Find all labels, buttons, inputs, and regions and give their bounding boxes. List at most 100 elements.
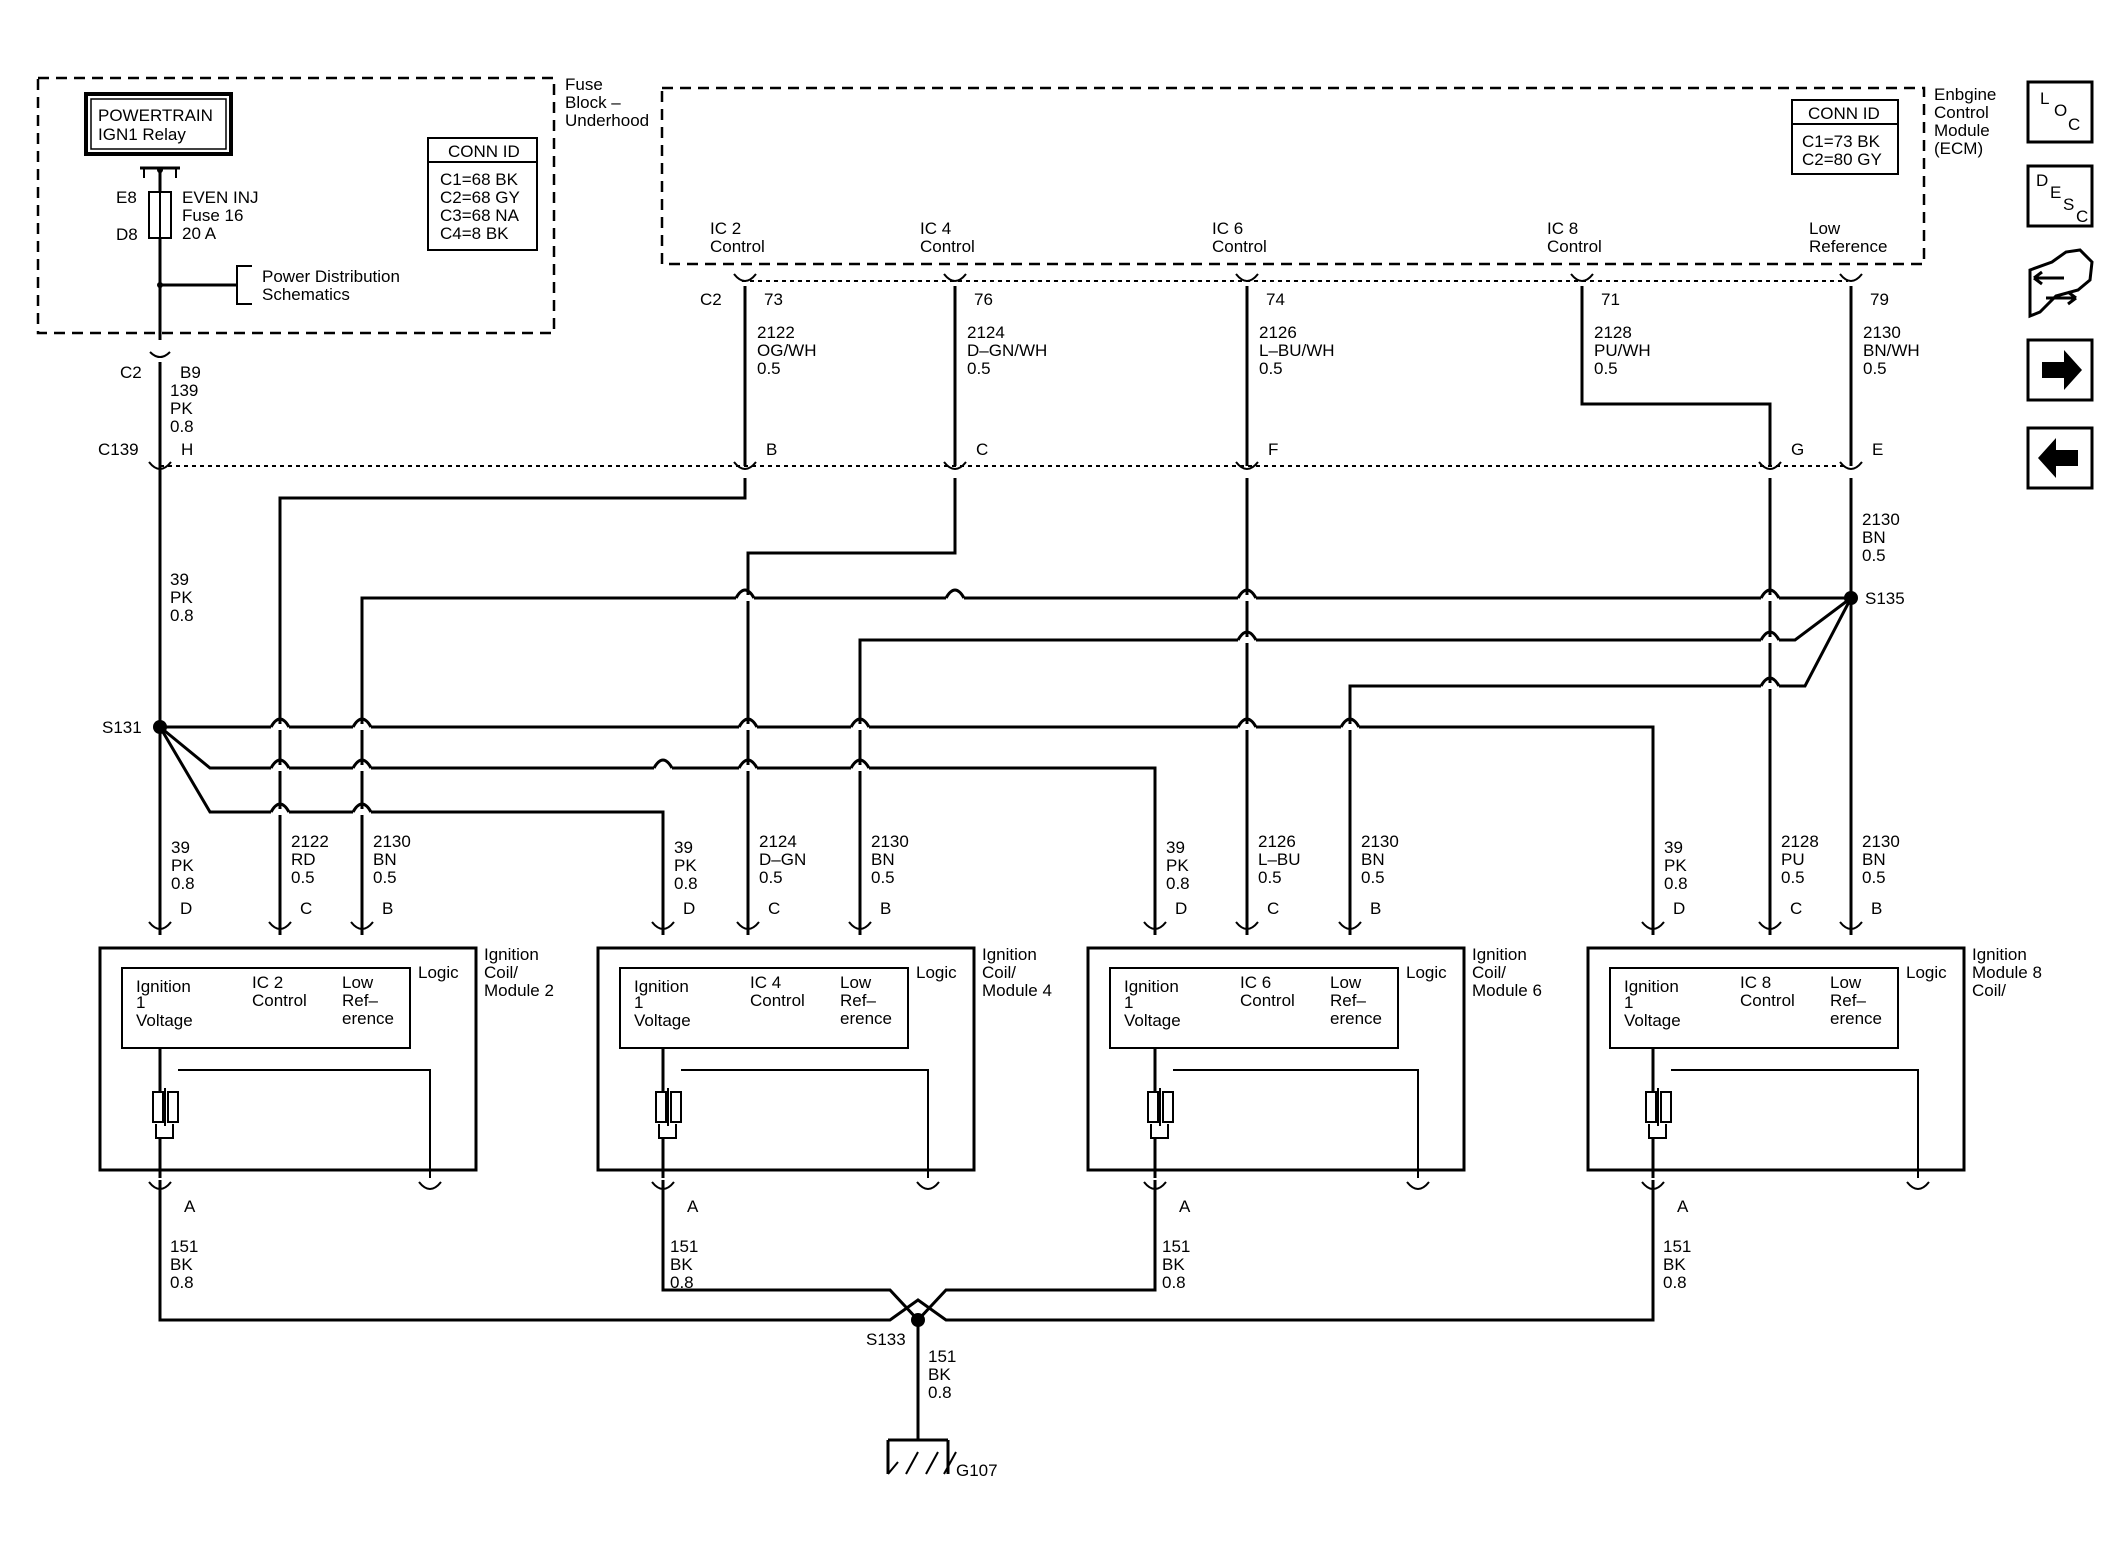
- module-pin-socket: [1143, 921, 1167, 930]
- c139-pin-socket: [1758, 461, 1782, 470]
- svg-text:S133: S133: [866, 1330, 906, 1349]
- svg-text:0.5: 0.5: [1781, 868, 1805, 887]
- svg-text:1: 1: [136, 993, 145, 1012]
- svg-text:O: O: [2054, 101, 2067, 120]
- svg-text:C2: C2: [120, 363, 142, 382]
- svg-text:Low: Low: [1809, 219, 1841, 238]
- svg-text:CONN ID: CONN ID: [1808, 104, 1880, 123]
- fuse-block-label: Fuse Block – Underhood: [565, 75, 649, 130]
- svg-text:20 A: 20 A: [182, 224, 217, 243]
- svg-text:C: C: [2068, 115, 2080, 134]
- module-pin-label: B: [382, 899, 393, 918]
- ecm-pin-socket: [1839, 273, 1863, 282]
- c139-pin-label: G: [1791, 440, 1804, 459]
- svg-text:erence: erence: [1830, 1009, 1882, 1028]
- ground-symbol: [886, 1438, 957, 1475]
- logic-box: [619, 967, 909, 1049]
- svg-text:0.5: 0.5: [1862, 546, 1886, 565]
- svg-text:C: C: [2076, 207, 2088, 226]
- module-pin-label: D: [683, 899, 695, 918]
- svg-text:C1=68 BK: C1=68 BK: [440, 170, 519, 189]
- svg-text:Module 4: Module 4: [982, 981, 1052, 1000]
- module-pin-label: C: [768, 899, 780, 918]
- connector-view-icon[interactable]: [2028, 248, 2094, 319]
- svg-text:BN: BN: [1361, 850, 1385, 869]
- loc-button[interactable]: L O C: [2026, 80, 2094, 144]
- c139-pin-label: H: [181, 440, 193, 459]
- svg-text:Power Distribution: Power Distribution: [262, 267, 400, 286]
- module-pin-socket: [651, 921, 675, 930]
- next-arrow-button[interactable]: [2026, 338, 2094, 402]
- module-pin-socket: [1406, 1181, 1430, 1190]
- ground-pin-label: A: [184, 1197, 196, 1216]
- module-pin-label: D: [180, 899, 192, 918]
- svg-text:BK: BK: [670, 1255, 693, 1274]
- svg-text:Voltage: Voltage: [136, 1011, 193, 1030]
- svg-text:0.8: 0.8: [171, 874, 195, 893]
- module-pin-label: B: [1871, 899, 1882, 918]
- ground-pin-label: A: [1179, 1197, 1191, 1216]
- svg-text:EVEN INJ: EVEN INJ: [182, 188, 259, 207]
- svg-text:D8: D8: [116, 225, 138, 244]
- svg-text:Low: Low: [840, 973, 872, 992]
- svg-text:erence: erence: [840, 1009, 892, 1028]
- svg-text:Control: Control: [1212, 237, 1267, 256]
- svg-text:0.8: 0.8: [1663, 1273, 1687, 1292]
- svg-text:Module 8: Module 8: [1972, 963, 2042, 982]
- module-pin-label: B: [1370, 899, 1381, 918]
- svg-text:Control: Control: [1740, 991, 1795, 1010]
- svg-text:PK: PK: [170, 588, 193, 607]
- svg-text:Low: Low: [1330, 973, 1362, 992]
- svg-text:Ref–: Ref–: [342, 991, 378, 1010]
- svg-text:Voltage: Voltage: [1624, 1011, 1681, 1030]
- ecm-pin-socket: [1570, 273, 1594, 282]
- svg-text:PK: PK: [674, 856, 697, 875]
- svg-text:Low: Low: [342, 973, 374, 992]
- svg-text:0.5: 0.5: [1863, 359, 1887, 378]
- module-pin-socket: [350, 921, 374, 930]
- svg-text:1: 1: [1124, 993, 1133, 1012]
- c139-pin-label: B: [766, 440, 777, 459]
- svg-text:IGN1 Relay: IGN1 Relay: [98, 125, 186, 144]
- svg-text:Logic: Logic: [916, 963, 957, 982]
- ecm-outline: [660, 86, 1926, 266]
- module-pin-socket: [1906, 1181, 1930, 1190]
- module-pin-socket: [1641, 921, 1665, 930]
- previous-arrow-button[interactable]: [2026, 426, 2094, 490]
- svg-text:2130: 2130: [1862, 510, 1900, 529]
- svg-text:0.8: 0.8: [170, 606, 194, 625]
- module-pin-socket: [916, 1181, 940, 1190]
- svg-text:71: 71: [1601, 290, 1620, 309]
- desc-button[interactable]: D E S C: [2026, 164, 2094, 228]
- svg-text:E: E: [2050, 183, 2061, 202]
- module-name: Ignition: [982, 945, 1037, 964]
- svg-text:0.8: 0.8: [170, 417, 194, 436]
- svg-text:Underhood: Underhood: [565, 111, 649, 130]
- svg-text:Ignition: Ignition: [1124, 977, 1179, 996]
- svg-text:PK: PK: [1664, 856, 1687, 875]
- svg-text:0.5: 0.5: [291, 868, 315, 887]
- svg-text:D–GN/WH: D–GN/WH: [967, 341, 1047, 360]
- svg-text:Control: Control: [1934, 103, 1989, 122]
- svg-text:0.5: 0.5: [759, 868, 783, 887]
- svg-text:erence: erence: [1330, 1009, 1382, 1028]
- svg-text:0.5: 0.5: [1862, 868, 1886, 887]
- svg-text:Block –: Block –: [565, 93, 621, 112]
- svg-text:L: L: [2040, 89, 2049, 108]
- svg-text:erence: erence: [342, 1009, 394, 1028]
- module-wire-label: 39: [1166, 838, 1185, 857]
- svg-text:74: 74: [1266, 290, 1285, 309]
- svg-text:IC 8: IC 8: [1740, 973, 1771, 992]
- svg-text:BN: BN: [871, 850, 895, 869]
- logic-box: [121, 967, 411, 1049]
- module-pin-label: D: [1673, 899, 1685, 918]
- svg-text:OG/WH: OG/WH: [757, 341, 817, 360]
- svg-text:BN: BN: [1862, 850, 1886, 869]
- svg-text:S: S: [2063, 195, 2074, 214]
- svg-text:CONN ID: CONN ID: [448, 142, 520, 161]
- svg-text:76: 76: [974, 290, 993, 309]
- module-wire-label: 39: [1664, 838, 1683, 857]
